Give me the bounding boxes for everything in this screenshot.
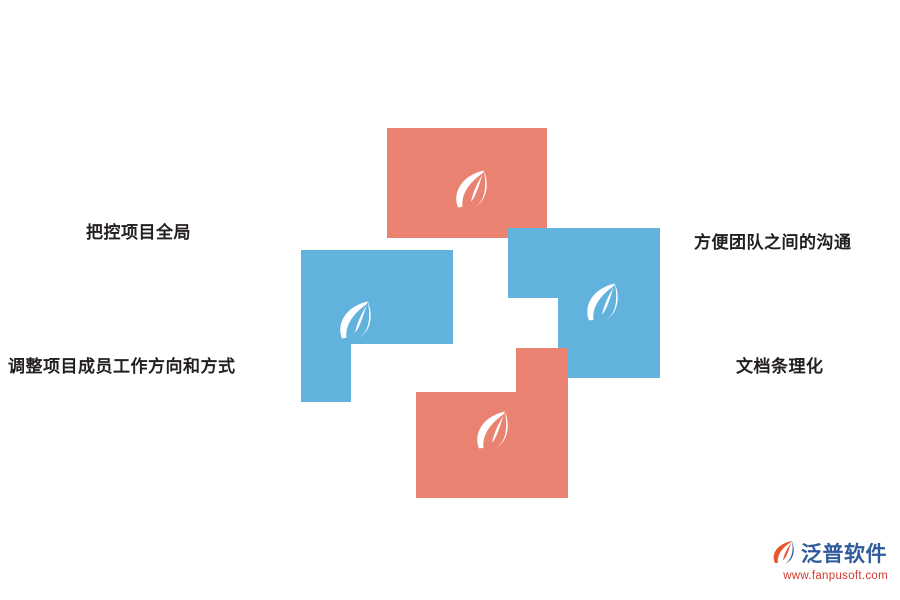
quadrant-left[interactable] (301, 250, 453, 402)
fanpu-logo-icon (773, 541, 794, 564)
brand-name: 泛普软件 (801, 543, 887, 566)
quadrant-right[interactable] (508, 228, 660, 378)
label-top-right: 方便团队之间的沟通 (694, 233, 852, 252)
brand-row: 泛普软件 (770, 538, 888, 568)
quadrant-bottom[interactable] (416, 348, 568, 498)
label-top-left: 把控项目全局 (86, 223, 191, 242)
label-bottom-right: 文档条理化 (736, 357, 824, 376)
brand-url: www.fanpusoft.com (783, 570, 888, 582)
label-bottom-left: 调整项目成员工作方向和方式 (8, 357, 236, 376)
brand-watermark: 泛普软件 www.fanpusoft.com (770, 538, 888, 586)
